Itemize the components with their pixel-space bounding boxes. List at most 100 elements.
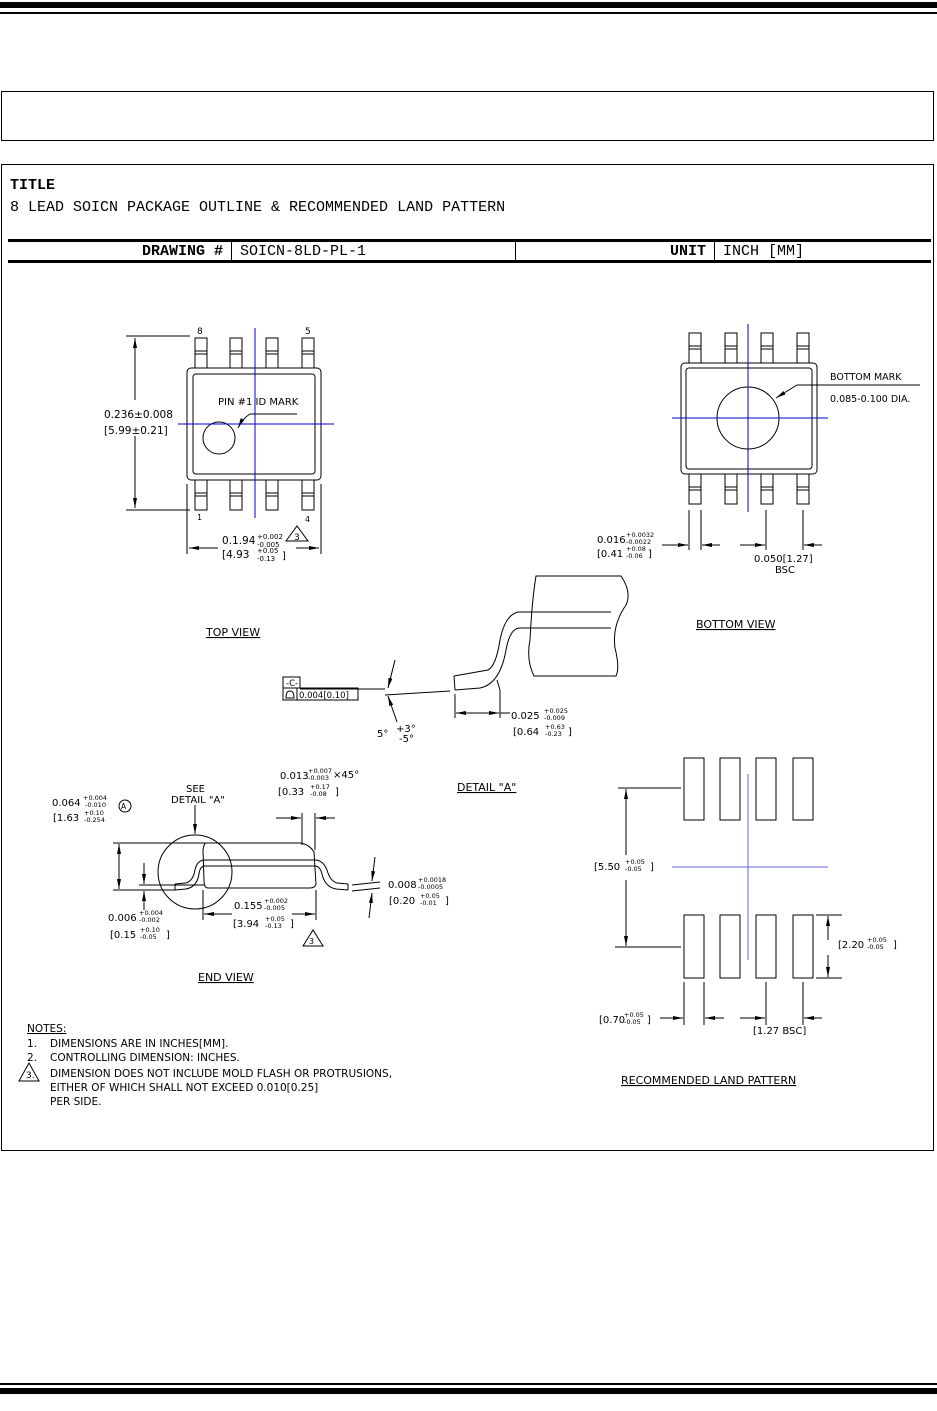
top-height-dim: 0.236±0.008: [104, 409, 173, 421]
header-rule-thick: [0, 2, 937, 8]
chamfer-tol-plus: +0.007: [308, 767, 332, 775]
pin-label-1: 1: [197, 513, 202, 522]
top-width-tol-minus: -0.005: [257, 541, 280, 549]
standoff-dim: 0.006: [108, 913, 137, 924]
foot-length-dim: 0.025: [511, 711, 540, 722]
lead-width-tol-mm-plus: +0.08: [626, 545, 646, 553]
lead-width-tol-mm-minus: -0.06: [626, 552, 643, 560]
standoff-tol-minus: -0.002: [139, 916, 160, 924]
end-height-tol-mm-plus: +0.10: [84, 809, 104, 817]
svg-text:]: ]: [648, 549, 652, 560]
end-view-lead-right: [314, 859, 349, 891]
note-3-num: 3.: [26, 1071, 35, 1081]
detail-a-text: -C- 0.004[0.10] 5° +3° -5° 0.025 +0.025 …: [286, 679, 572, 794]
title-label: TITLE: [10, 177, 56, 194]
detail-a-caption: DETAIL "A": [457, 781, 516, 794]
end-height-tol-plus: +0.004: [83, 794, 107, 802]
standoff-tol-mm-plus: +0.10: [140, 926, 160, 934]
svg-text:]: ]: [647, 1015, 651, 1026]
pin1-mark-circle: [202, 421, 236, 455]
pitch-dim: 0.050[1.27]: [754, 554, 813, 565]
land-pad-width-tol-minus: -0.05: [624, 1018, 641, 1026]
lead-width-tol-minus: -0.0022: [626, 538, 651, 546]
bottom-view-leads-lower: [688, 473, 810, 505]
detail-a: [282, 575, 629, 723]
body-width-tol-minus: -0.005: [264, 904, 285, 912]
end-view-text: SEE DETAIL "A" 0.064 +0.004 -0.010 A [1.…: [52, 767, 449, 984]
drawing-frame: [1, 164, 934, 1151]
land-pitch-dim: [1.27 BSC]: [753, 1026, 806, 1037]
bottom-mark-label: BOTTOM MARK: [830, 372, 902, 383]
pin1-leader: [237, 413, 297, 429]
datum-a-circle: [118, 799, 132, 813]
top-view-caption: TOP VIEW: [205, 626, 260, 639]
lead-width-dim-mm: [0.41: [597, 549, 623, 560]
svg-text:]: ]: [568, 727, 572, 738]
flatness-box: [282, 687, 359, 701]
standoff-tol-mm-minus: -0.05: [140, 933, 157, 941]
bottom-view-leads-upper: [688, 332, 810, 364]
chamfer-tol-mm-minus: -0.08: [310, 790, 327, 798]
body-width-dim: 0.155: [234, 901, 263, 912]
pin-label-8: 8: [197, 327, 203, 337]
flatness-value: 0.004[0.10]: [299, 691, 349, 701]
note-1-text: DIMENSIONS ARE IN INCHES[MM].: [50, 1038, 228, 1050]
land-pads-lower: [683, 914, 814, 979]
bottom-mark-dia: 0.085-0.100 DIA.: [830, 394, 910, 405]
drawing-number-label: DRAWING #: [8, 242, 232, 260]
land-pads-upper: [683, 757, 814, 821]
pin-label-5: 5: [305, 327, 311, 337]
standoff-dim-mm: [0.15: [110, 930, 136, 941]
datum-a-label: A: [121, 802, 127, 811]
body-width-tol-mm-minus: -0.13: [265, 922, 282, 930]
top-view-text: 8 5 1 4 PIN #1 ID MARK 0.236±0.008 [5.99…: [104, 327, 311, 639]
svg-text:]: ]: [650, 862, 654, 873]
chamfer-tol-mm-plus: +0.17: [310, 783, 330, 791]
land-span-tol-plus: +0.05: [625, 858, 645, 866]
end-height-tol-mm-minus: -0.254: [84, 816, 105, 824]
foot-length-tol-minus: -0.009: [544, 714, 565, 722]
drawing-number-value: SOICN-8LD-PL-1: [232, 242, 516, 260]
foot-length-tol-mm-plus: +0.63: [545, 723, 565, 731]
land-pad-length-dim: [2.20: [838, 940, 864, 951]
drawing-number-row: DRAWING # SOICN-8LD-PL-1 UNIT INCH [MM]: [8, 239, 931, 263]
lead-thk-tol-minus: -0.0005: [418, 883, 443, 891]
body-width-tol-plus: +0.002: [264, 897, 288, 905]
top-width-tol-mm-plus: +0.05: [257, 547, 278, 555]
top-width-tol-plus: +0.002: [257, 533, 283, 541]
land-pad-width-tol-plus: +0.05: [624, 1011, 644, 1019]
note3-triangle-top: [285, 525, 309, 542]
svg-text:]: ]: [893, 940, 897, 951]
blank-header-box: [1, 91, 934, 141]
top-height-dim-mm: [5.99±0.21]: [104, 425, 168, 437]
standoff-tol-plus: +0.004: [139, 909, 163, 917]
header-rule-thin: [0, 12, 937, 14]
profile-symbol: [285, 690, 295, 699]
note-2-text: CONTROLLING DIMENSION: INCHES.: [50, 1052, 240, 1064]
detail-a-callout-circle: [157, 834, 233, 910]
datum-c: -C-: [286, 679, 298, 689]
lead-thk-tol-mm-minus: -0.01: [420, 899, 437, 907]
svg-text:]: ]: [445, 896, 449, 907]
bottom-view: [662, 324, 920, 550]
chamfer-tol-minus: -0.003: [308, 774, 329, 782]
land-pad-length-tol-minus: -0.05: [867, 943, 884, 951]
see-detail-line1: SEE: [186, 784, 205, 795]
top-note-ref: 3: [294, 533, 300, 543]
top-view: [126, 328, 334, 554]
body-width-dim-mm: [3.94: [233, 919, 259, 930]
note3-triangle-end: [302, 929, 324, 947]
end-view-caption: END VIEW: [198, 971, 254, 984]
end-view-body: [202, 842, 317, 889]
chamfer-dim-mm: [0.33: [278, 787, 304, 798]
end-note-ref: 3: [309, 937, 314, 946]
footer-rule-thick: [0, 1388, 937, 1394]
detail-a-body: [528, 575, 629, 677]
lead-thk-tol-mm-plus: +0.05: [420, 892, 440, 900]
note-1-num: 1.: [27, 1038, 37, 1050]
svg-text:]: ]: [335, 787, 339, 798]
see-detail-line2: DETAIL "A": [171, 795, 225, 806]
lead-angle: 5°: [377, 729, 388, 740]
svg-text:]: ]: [282, 551, 286, 562]
